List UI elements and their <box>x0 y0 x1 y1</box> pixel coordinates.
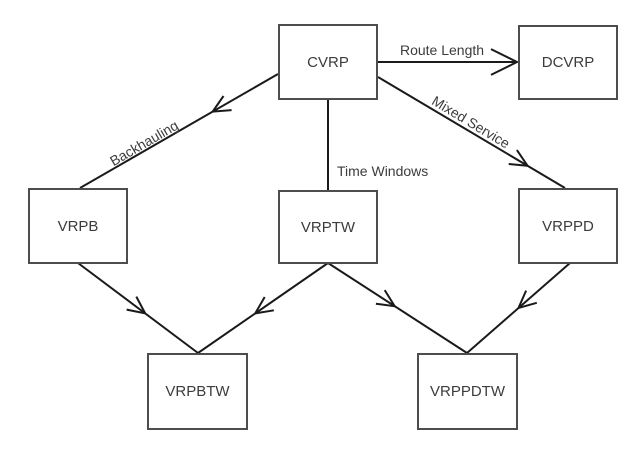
node-cvrp: CVRP <box>278 24 378 100</box>
edge-label-route-length: Route Length <box>399 42 485 58</box>
node-dcvrp: DCVRP <box>518 25 618 100</box>
edge-vrptw-vrppdtw <box>327 262 468 354</box>
node-vrppd: VRPPD <box>518 188 618 264</box>
edge-cvrp-vrpb <box>79 73 279 189</box>
edge-vrpb-vrpbtw <box>77 262 199 354</box>
edge-vrppd-vrppdtw <box>466 262 571 354</box>
edge-vrptw-vrpbtw <box>197 262 329 354</box>
node-vrptw: VRPTW <box>278 190 378 264</box>
edge-cvrp-dcvrp <box>378 48 520 76</box>
node-vrpb: VRPB <box>28 188 128 264</box>
edge-cvrp-vrppd <box>377 76 566 189</box>
node-vrppdtw: VRPPDTW <box>417 353 518 430</box>
edge-label-time-windows: Time Windows <box>337 163 429 179</box>
node-vrpbtw: VRPBTW <box>147 353 248 430</box>
